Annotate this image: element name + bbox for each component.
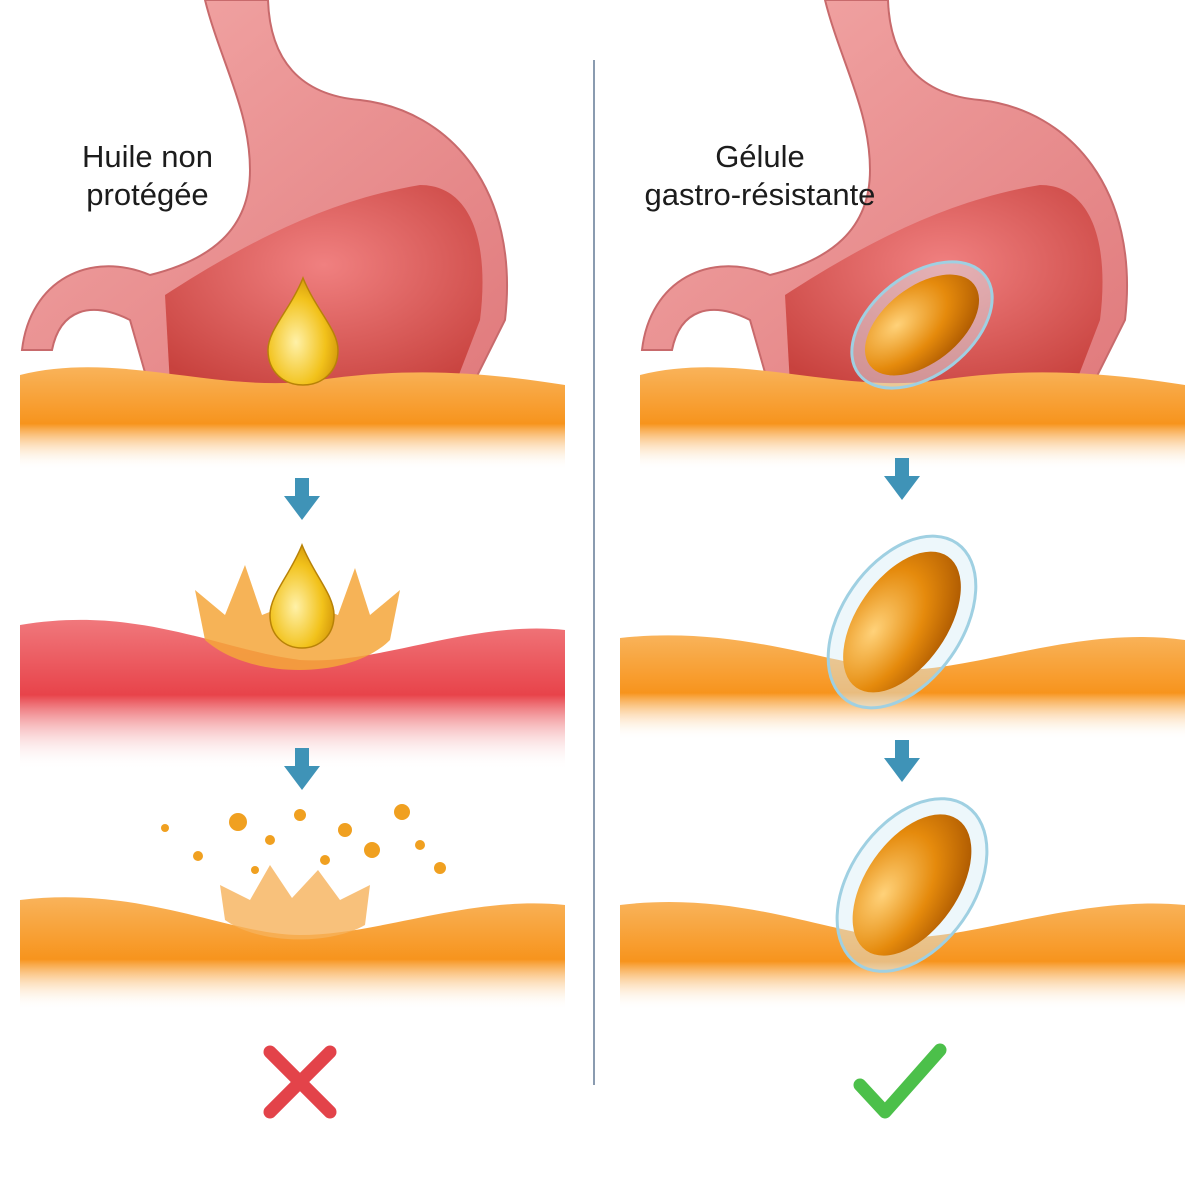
right-title-line-1: Gélule [715, 139, 805, 174]
right-acid-pool-top [640, 367, 1185, 470]
down-arrow-icon [284, 478, 320, 520]
right-acid-pool-middle [620, 635, 1185, 740]
left-acid-pool-bottom [20, 897, 565, 1010]
left-acid-pool-red [20, 619, 565, 770]
oil-drop-icon [267, 276, 339, 386]
left-acid-pool-top [20, 367, 565, 470]
cross-icon [263, 1045, 337, 1119]
left-title-line-1: Huile non [82, 139, 213, 174]
oil-droplets [161, 804, 446, 874]
dispersed-oil-splash [220, 865, 370, 940]
left-panel-title: Huile non protégée [35, 138, 260, 214]
right-panel [620, 0, 1185, 1119]
down-arrow-icon [884, 740, 920, 782]
right-panel-title: Gélule gastro-résistante [605, 138, 915, 214]
down-arrow-icon [884, 458, 920, 500]
down-arrow-icon [284, 748, 320, 790]
left-panel [20, 0, 565, 1119]
left-stomach [20, 0, 508, 391]
oil-drop-icon [269, 542, 335, 649]
capsule-icon [826, 534, 978, 710]
capsule-icon [850, 260, 994, 390]
right-title-line-2: gastro-résistante [644, 177, 876, 212]
left-title-line-2: protégée [86, 177, 209, 212]
check-icon [853, 1043, 947, 1119]
capsule-icon [835, 797, 989, 973]
right-acid-pool-bottom [620, 901, 1185, 1010]
